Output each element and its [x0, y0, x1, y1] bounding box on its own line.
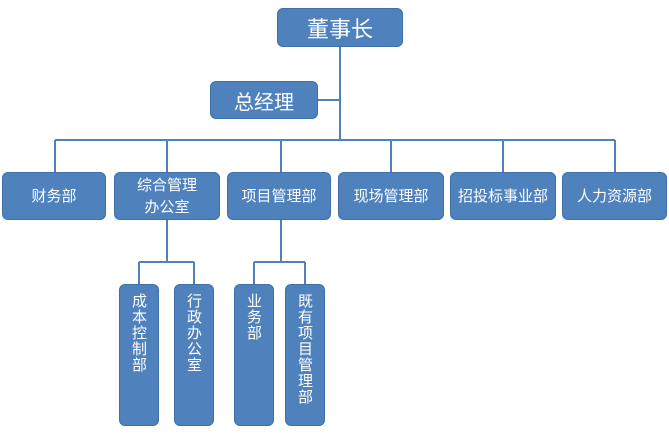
node-sub-existing-projects: 既有项目管理部	[285, 284, 325, 426]
node-general-manager: 总经理	[210, 81, 318, 119]
node-sub-business-label: 业务部	[245, 293, 263, 341]
node-sub-cost-control-label: 成本控制部	[130, 293, 148, 373]
node-chairman: 董事长	[277, 8, 403, 47]
node-dept-finance: 财务部	[2, 172, 106, 220]
node-sub-admin-office: 行政办公室	[174, 284, 214, 426]
node-dept-hr: 人力资源部	[562, 172, 667, 220]
node-dept-project-mgmt: 项目管理部	[227, 172, 331, 220]
node-dept-site-mgmt: 现场管理部	[338, 172, 444, 220]
node-dept-bidding: 招投标事业部	[450, 172, 556, 220]
node-sub-admin-office-label: 行政办公室	[185, 293, 203, 373]
node-sub-cost-control: 成本控制部	[119, 284, 159, 426]
node-sub-business: 业务部	[234, 284, 274, 426]
node-dept-admin-office: 综合管理 办公室	[114, 172, 220, 220]
node-sub-existing-projects-label: 既有项目管理部	[296, 293, 314, 405]
